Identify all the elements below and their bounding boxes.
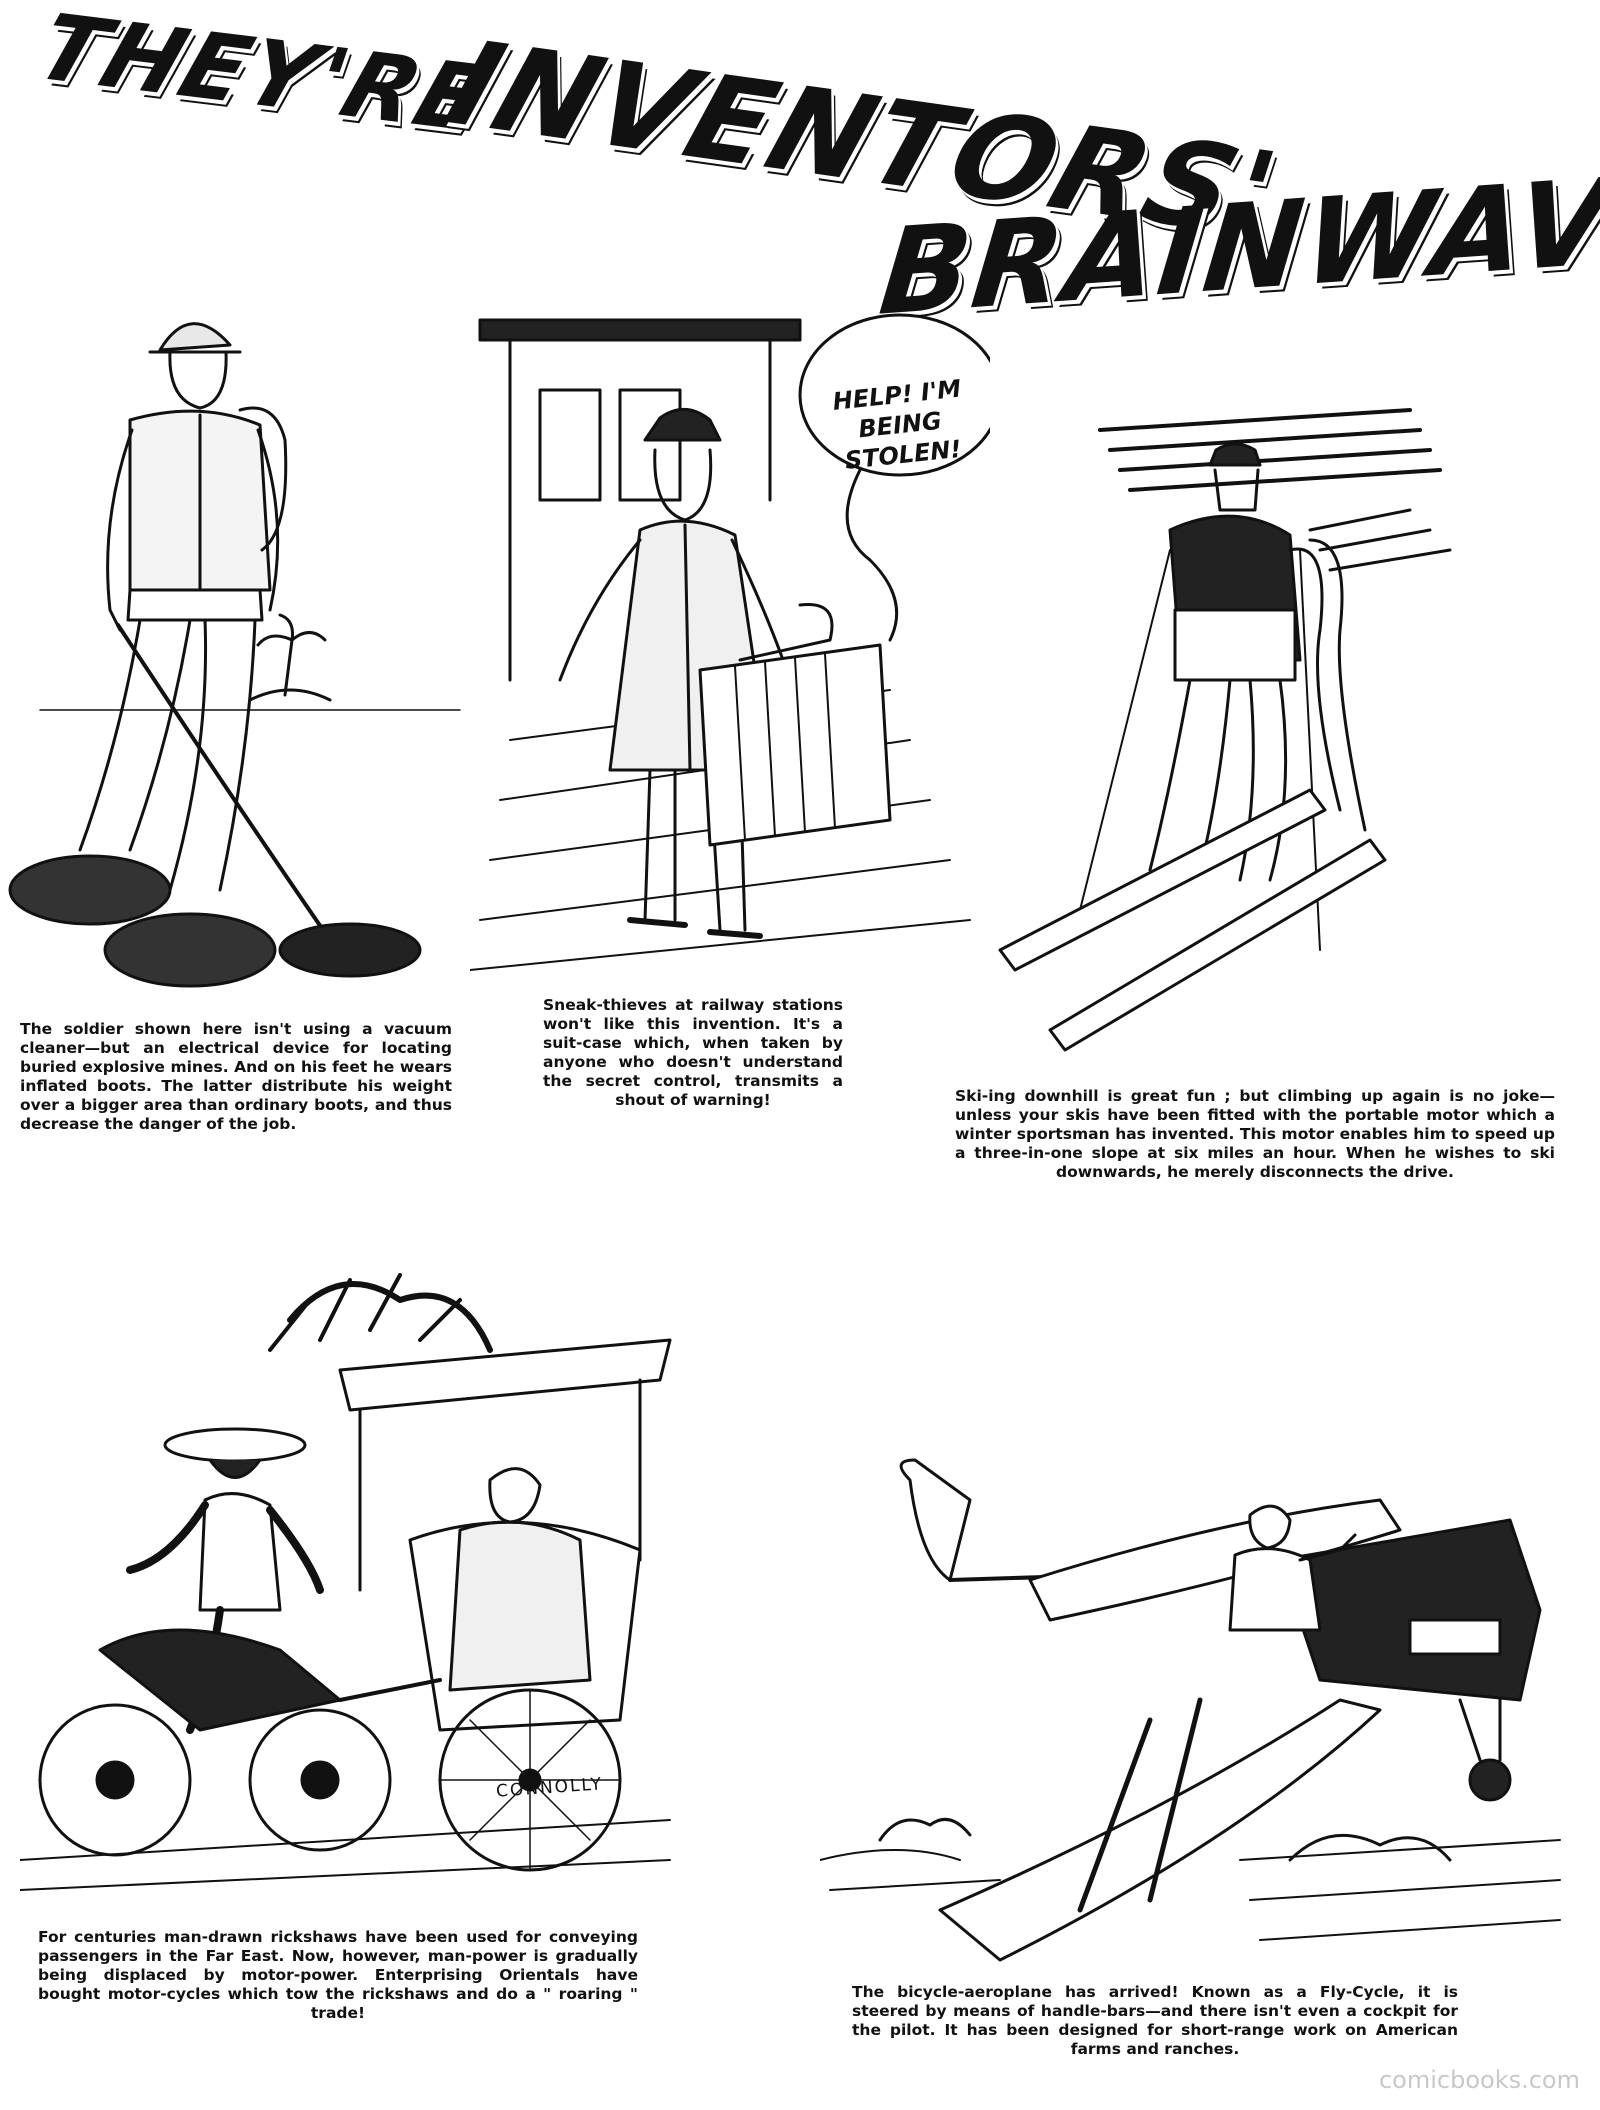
motor-rickshaw-illustration xyxy=(20,1273,672,1891)
caption-ski-motor: Ski-ing downhill is great fun ; but clim… xyxy=(955,1087,1555,1181)
ski-motor-illustration xyxy=(998,408,1452,1052)
fly-cycle-illustration xyxy=(820,1458,1561,1962)
panel-suitcase xyxy=(470,300,990,980)
panel-mine-detector xyxy=(0,290,470,1010)
speech-bubble-text: HELP! I'M BEING STOLEN! xyxy=(831,374,963,475)
title-word-theyre: THEY'RE xyxy=(23,0,502,153)
watermark: comicbooks.com xyxy=(1378,2066,1580,2094)
caption-rickshaw: For centuries man-drawn rickshaws have b… xyxy=(38,1928,638,2022)
caption-fly-cycle: The bicycle-aeroplane has arrived! Known… xyxy=(852,1983,1458,2058)
caption-suitcase: Sneak-thieves at railway stations won't … xyxy=(543,996,843,1109)
suitcase-thief-illustration xyxy=(470,313,990,971)
soldier-mine-detector-illustration xyxy=(8,322,461,988)
panel-fly-cycle xyxy=(820,1440,1580,1980)
panel-rickshaw xyxy=(20,1260,680,1900)
caption-mine-detector: The soldier shown here isn't using a vac… xyxy=(20,1020,452,1133)
panel-ski-motor xyxy=(990,390,1590,1080)
